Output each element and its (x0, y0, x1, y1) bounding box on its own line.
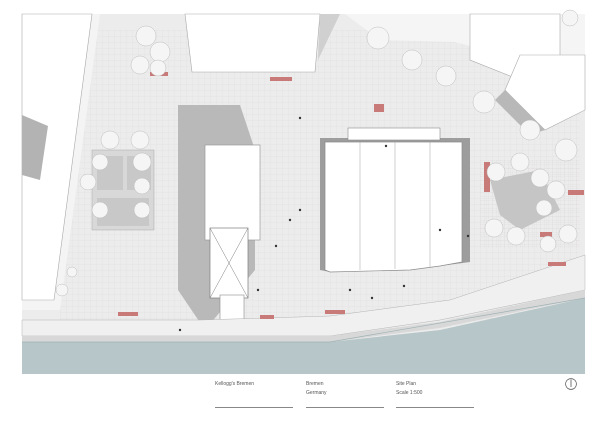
silo-brace-2 (209, 227, 249, 299)
east-building (504, 54, 586, 131)
north-building (184, 13, 321, 73)
loading-canopy (347, 127, 441, 141)
waterline-east (329, 297, 586, 343)
main-warehouse-roof (324, 141, 463, 273)
north-building-shadow (318, 14, 340, 60)
north-arrow-icon (565, 378, 577, 390)
sheet-rule (396, 407, 474, 408)
trees (55, 9, 579, 297)
country-name: Germany (306, 390, 327, 396)
sheet-title: Site Plan (396, 381, 417, 387)
river-weser (22, 298, 585, 374)
city-name: Bremen (306, 381, 324, 387)
location-rule (306, 407, 384, 408)
west-building-shadow (22, 115, 48, 180)
warehouse-west-roof (204, 144, 261, 241)
sheet-scale: Scale 1:500 (396, 390, 423, 396)
annex-building (219, 294, 245, 324)
project-rule (215, 407, 293, 408)
project-name: Kellogg's Bremen (215, 381, 255, 387)
quay-edge (22, 290, 585, 342)
west-building-block (21, 13, 93, 301)
people (178, 116, 470, 332)
